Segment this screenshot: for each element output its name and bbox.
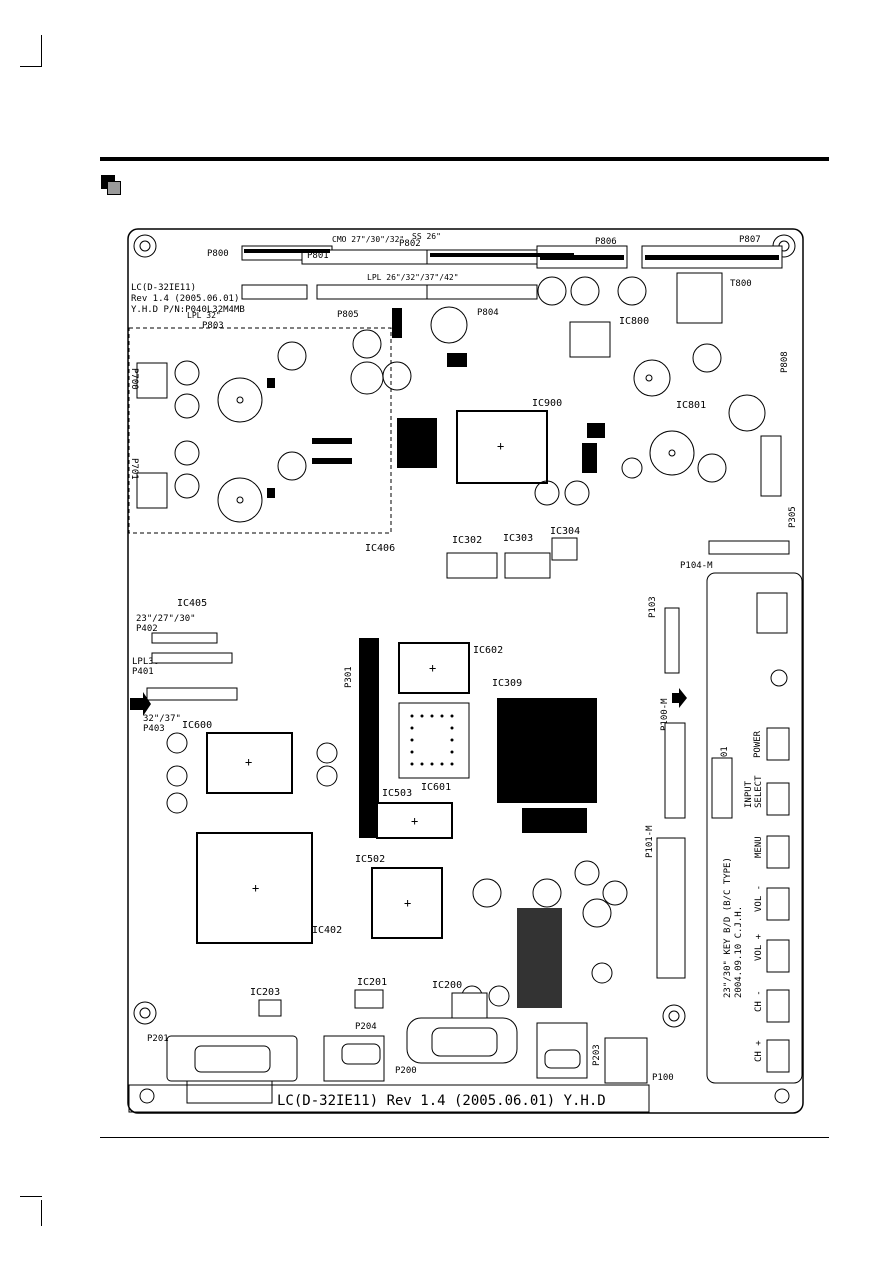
svg-text:P101-M: P101-M: [645, 825, 655, 858]
svg-text:VOL -: VOL -: [754, 885, 764, 912]
svg-text:SELECT: SELECT: [754, 775, 764, 808]
svg-text:P203: P203: [592, 1044, 602, 1066]
svg-text:P100: P100: [652, 1073, 674, 1083]
svg-text:+: +: [411, 814, 418, 828]
svg-text:IC900: IC900: [532, 398, 562, 409]
svg-text:IC309: IC309: [492, 678, 522, 689]
crop-mark: [20, 66, 42, 67]
pcb-diagram: LC(D-32IE11) Rev 1.4 (2005.06.01) Y.H.D …: [127, 228, 804, 1114]
svg-text:+: +: [404, 896, 411, 910]
svg-text:P700: P700: [129, 368, 139, 390]
svg-text:+: +: [497, 439, 504, 453]
svg-text:MENU: MENU: [754, 836, 764, 858]
board-rev-label: Rev 1.4 (2005.06.01): [131, 294, 239, 304]
svg-text:+: +: [429, 661, 436, 675]
svg-text:IC800: IC800: [619, 316, 649, 327]
svg-text:P104-M: P104-M: [680, 561, 713, 571]
svg-text:P204: P204: [355, 1022, 377, 1032]
svg-text:P806: P806: [595, 237, 617, 247]
svg-text:P103: P103: [648, 596, 658, 618]
svg-text:P801: P801: [307, 251, 329, 261]
svg-text:P808: P808: [780, 351, 790, 373]
svg-text:P201: P201: [147, 1034, 169, 1044]
key-board-note2: 2004.09.10 C.J.H.: [734, 906, 744, 998]
svg-text:IC406: IC406: [365, 543, 395, 554]
svg-text:P901: P901: [720, 746, 730, 768]
svg-text:+: +: [245, 755, 252, 769]
svg-text:INPUT: INPUT: [744, 780, 754, 808]
crop-mark: [41, 1200, 42, 1226]
svg-text:P803: P803: [202, 321, 224, 331]
svg-text:CH +: CH +: [754, 1040, 764, 1062]
svg-text:P200: P200: [395, 1066, 417, 1076]
panel-32-37-note: 32"/37": [143, 714, 181, 724]
board-version-label: LC(D-32IE11): [131, 283, 196, 293]
svg-text:P100-M: P100-M: [660, 698, 670, 731]
svg-text:IC304: IC304: [550, 526, 580, 537]
svg-text:CH -: CH -: [754, 990, 764, 1012]
svg-text:P401: P401: [132, 667, 154, 677]
svg-text:IC503: IC503: [382, 788, 412, 799]
svg-text:IC303: IC303: [503, 533, 533, 544]
svg-text:VOL +: VOL +: [754, 933, 764, 961]
svg-text:IC405: IC405: [177, 598, 207, 609]
svg-text:IC801: IC801: [676, 400, 706, 411]
ss-note: SS 26": [412, 232, 441, 241]
svg-text:IC302: IC302: [452, 535, 482, 546]
svg-text:IC402: IC402: [312, 925, 342, 936]
svg-text:IC203: IC203: [250, 987, 280, 998]
footer-rule: [100, 1137, 829, 1138]
svg-text:P805: P805: [337, 310, 359, 320]
svg-text:P301: P301: [344, 666, 354, 688]
svg-text:+: +: [252, 881, 259, 895]
board-pn-label: Y.H.D P/N:P040L32M4MB: [131, 305, 245, 315]
svg-text:IC200: IC200: [432, 980, 462, 991]
svg-text:P403: P403: [143, 724, 165, 734]
cmo-note: CMO 27"/30"/32": [332, 235, 404, 244]
crop-mark: [20, 1196, 42, 1197]
svg-text:P804: P804: [477, 308, 499, 318]
lpl32-note: LPL 32": [187, 311, 221, 320]
svg-text:P807: P807: [739, 235, 761, 245]
svg-text:IC201: IC201: [357, 977, 387, 988]
svg-text:P701: P701: [129, 458, 139, 480]
svg-text:P800: P800: [207, 249, 229, 259]
lpl30-note: LPL30": [132, 657, 165, 667]
svg-text:P802: P802: [399, 239, 421, 249]
key-board-note1: 23"/30" KEY B/D (B/C TYPE): [723, 857, 733, 998]
header-rule: [100, 157, 829, 161]
lpl-note: LPL 26"/32"/37"/42": [367, 273, 459, 282]
svg-text:IC602: IC602: [473, 645, 503, 656]
svg-text:P305: P305: [788, 506, 798, 528]
svg-text:IC600: IC600: [182, 720, 212, 731]
svg-text:P402: P402: [136, 624, 158, 634]
board-bottom-legend: LC(D-32IE11) Rev 1.4 (2005.06.01) Y.H.D: [277, 1093, 606, 1109]
panel-23-30-note: 23"/27"/30": [136, 614, 196, 624]
svg-text:POWER: POWER: [753, 730, 763, 758]
svg-text:IC502: IC502: [355, 854, 385, 865]
svg-text:IC601: IC601: [421, 782, 451, 793]
svg-text:T800: T800: [730, 279, 752, 289]
section-bullet-icon: [107, 181, 121, 195]
crop-mark: [41, 35, 42, 67]
